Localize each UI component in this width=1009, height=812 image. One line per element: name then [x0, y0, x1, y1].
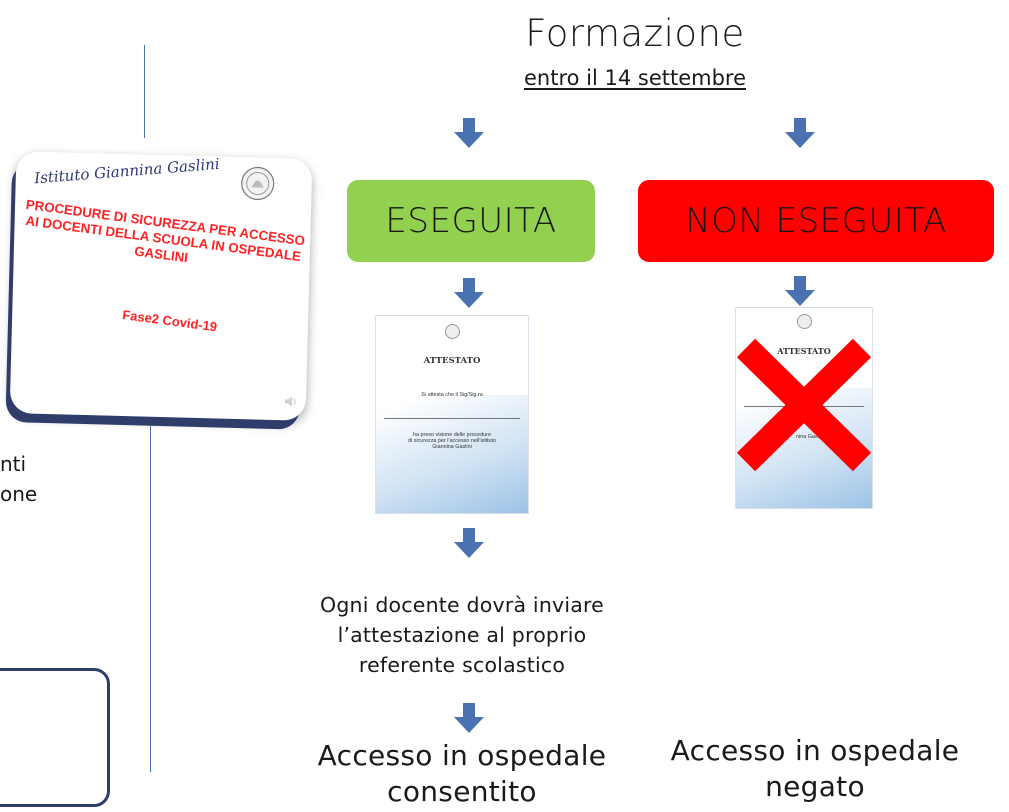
arrow-down-icon: [454, 278, 484, 308]
speaker-icon[interactable]: [284, 394, 298, 408]
seal-icon: [445, 324, 460, 339]
slide-institute-name: Istituto Giannina Gaslini: [33, 154, 221, 188]
certificate-body-3: Giannina Gaslini: [432, 444, 472, 450]
diagram-title: Formazione: [525, 12, 745, 55]
certificate-line1: Si attesta che il Sig/Sig.ra: [421, 392, 483, 398]
slide-heading: PROCEDURE DI SICUREZZA PER ACCESSO AI DO…: [24, 196, 306, 266]
note-line-1: Ogni docente dovrà inviare: [319, 593, 604, 617]
arrow-down-icon: [785, 118, 815, 148]
seal-icon: [797, 314, 812, 329]
result-consentito-line2: consentito: [387, 775, 537, 808]
arrow-down-icon: [454, 703, 484, 733]
status-box-eseguita: ESEGUITA: [347, 180, 595, 262]
certificate-title: ATTESTATO: [423, 356, 481, 366]
partial-text-line1: nti: [0, 452, 27, 476]
partial-text-line2: one: [0, 482, 38, 506]
certificate-rule: [384, 418, 520, 419]
certificate-attestato: ATTESTATO Si attesta che il Sig/Sig.ra h…: [375, 315, 529, 514]
status-box-non-eseguita: NON ESEGUITA: [638, 180, 994, 262]
certificate-fragment: nina Gasl: [796, 434, 819, 440]
arrow-down-icon: [454, 118, 484, 148]
note-line-3: referente scolastico: [358, 653, 566, 677]
result-consentito-line1: Accesso in ospedale: [317, 739, 607, 772]
connector-line-top: [144, 45, 145, 138]
arrow-down-icon: [454, 528, 484, 558]
result-negato-line1: Accesso in ospedale: [670, 734, 960, 767]
connector-line-bottom: [150, 402, 151, 772]
diagram-subtitle: entro il 14 settembre: [460, 66, 810, 90]
slide-phase: Fase2 Covid-19: [121, 307, 219, 335]
result-negato-line2: negato: [765, 770, 865, 803]
certificate-body-1: ha preso visione delle procedure: [413, 432, 491, 438]
slide-thumbnail[interactable]: Istituto Giannina Gaslini PROCEDURE DI S…: [9, 151, 313, 421]
arrow-down-icon: [785, 276, 815, 306]
seal-icon: [241, 166, 275, 201]
certificate-title: ATTESTATO: [777, 346, 831, 356]
rounded-box: [0, 668, 110, 807]
cross-icon: [736, 338, 872, 472]
certificate-body-2: di sicurezza per l’accesso nell’istituto: [407, 438, 497, 444]
certificate-background: [376, 394, 528, 513]
note-line-2: l’attestazione al proprio: [337, 623, 587, 647]
subtitle-text: entro il 14 settembre: [523, 66, 747, 90]
